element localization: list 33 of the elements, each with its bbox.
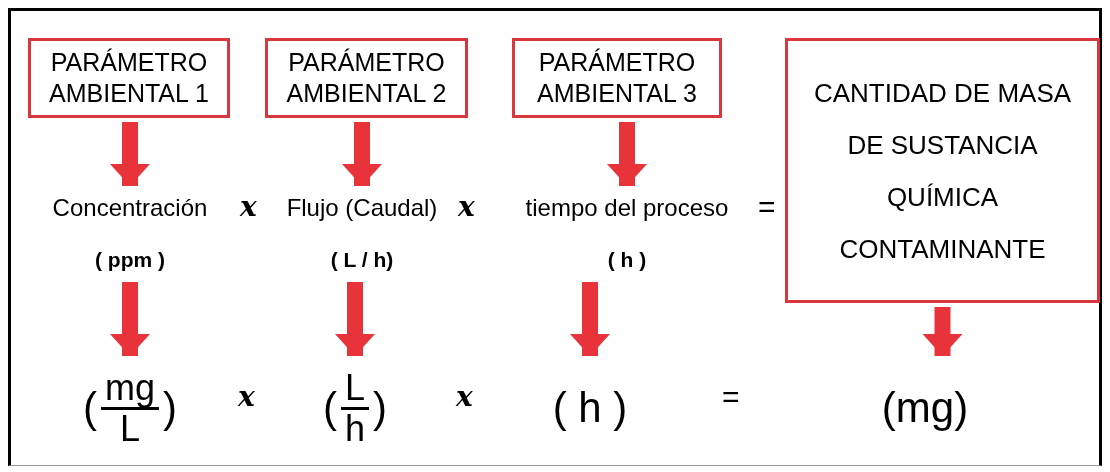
arrow xyxy=(110,282,150,356)
quantity-label: tiempo del proceso xyxy=(525,194,729,222)
parenthesis: ( xyxy=(323,384,337,432)
unit-formula: ( h ) xyxy=(552,384,628,432)
parameter-box: PARÁMETRO AMBIENTAL 1 xyxy=(28,38,230,118)
parameter-box: PARÁMETRO AMBIENTAL 3 xyxy=(512,38,722,118)
parenthesis: ( xyxy=(83,384,97,432)
unit-label: ( h ) xyxy=(607,248,647,272)
arrow xyxy=(335,282,375,356)
quantity-label: Concentración xyxy=(52,194,208,222)
unit-label: ( L / h) xyxy=(330,248,394,272)
equals-sign: = xyxy=(722,380,740,414)
fraction-denominator: h xyxy=(345,409,365,448)
equals-sign: = xyxy=(758,190,776,224)
parameter-box: PARÁMETRO AMBIENTAL 2 xyxy=(265,38,468,118)
arrow xyxy=(570,282,610,356)
fraction-denominator: L xyxy=(119,409,140,448)
unit-label: ( ppm ) xyxy=(95,248,165,272)
multiplication-sign: x xyxy=(456,380,473,413)
multiplication-sign: x xyxy=(458,190,475,223)
unit-formula: (mg) xyxy=(881,384,969,432)
multiplication-sign: x xyxy=(240,190,257,223)
arrow xyxy=(607,122,647,186)
parenthesis: ) xyxy=(163,384,177,432)
arrow xyxy=(922,307,963,356)
multiplication-sign: x xyxy=(238,380,255,413)
fraction-numerator: mg xyxy=(101,368,159,410)
arrow xyxy=(342,122,382,186)
arrow xyxy=(110,122,150,186)
fraction-numerator: L xyxy=(341,368,369,410)
parenthesis: ) xyxy=(373,384,387,432)
result-box: CANTIDAD DE MASA DE SUSTANCIA QUÍMICA CONTAMINANTE xyxy=(785,38,1100,303)
quantity-label: Flujo (Caudal) xyxy=(286,194,438,222)
